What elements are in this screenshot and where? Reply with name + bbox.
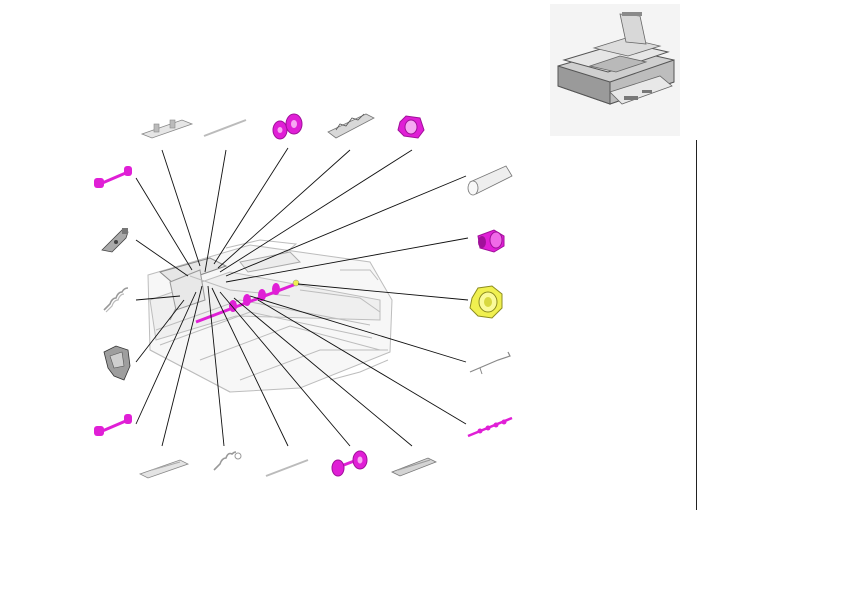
rail-icon[interactable] xyxy=(391,457,437,477)
bracket-icon[interactable] xyxy=(327,113,375,139)
sleeve-icon[interactable] xyxy=(467,165,513,196)
leader-lines xyxy=(135,147,469,447)
section-divider xyxy=(696,140,697,510)
spring-icon[interactable] xyxy=(213,451,242,471)
gear-roller-icon[interactable] xyxy=(469,285,503,319)
thin-rod-icon[interactable] xyxy=(265,459,309,477)
wire-icon[interactable] xyxy=(469,351,511,375)
feeder-assembly xyxy=(147,239,393,393)
shaft-icon[interactable] xyxy=(94,414,132,436)
plate-icon[interactable] xyxy=(138,459,190,479)
spring-icon[interactable] xyxy=(103,287,129,313)
thin-rod-icon[interactable] xyxy=(203,119,247,137)
roller-pair-icon[interactable] xyxy=(331,450,368,477)
document-feeder-unit-icon xyxy=(557,12,675,105)
lever-icon[interactable] xyxy=(101,228,129,253)
roller-icon[interactable] xyxy=(397,115,425,139)
guide-plate-icon[interactable] xyxy=(140,119,194,139)
internal-drive-shaft xyxy=(195,279,300,324)
roller-icon[interactable] xyxy=(477,229,505,253)
roller-pair-icon[interactable] xyxy=(272,113,303,140)
feeder-thumbnail[interactable] xyxy=(550,4,680,136)
hinge-icon[interactable] xyxy=(103,345,131,381)
shaft-icon[interactable] xyxy=(94,166,132,188)
long-shaft-icon[interactable] xyxy=(467,416,513,438)
